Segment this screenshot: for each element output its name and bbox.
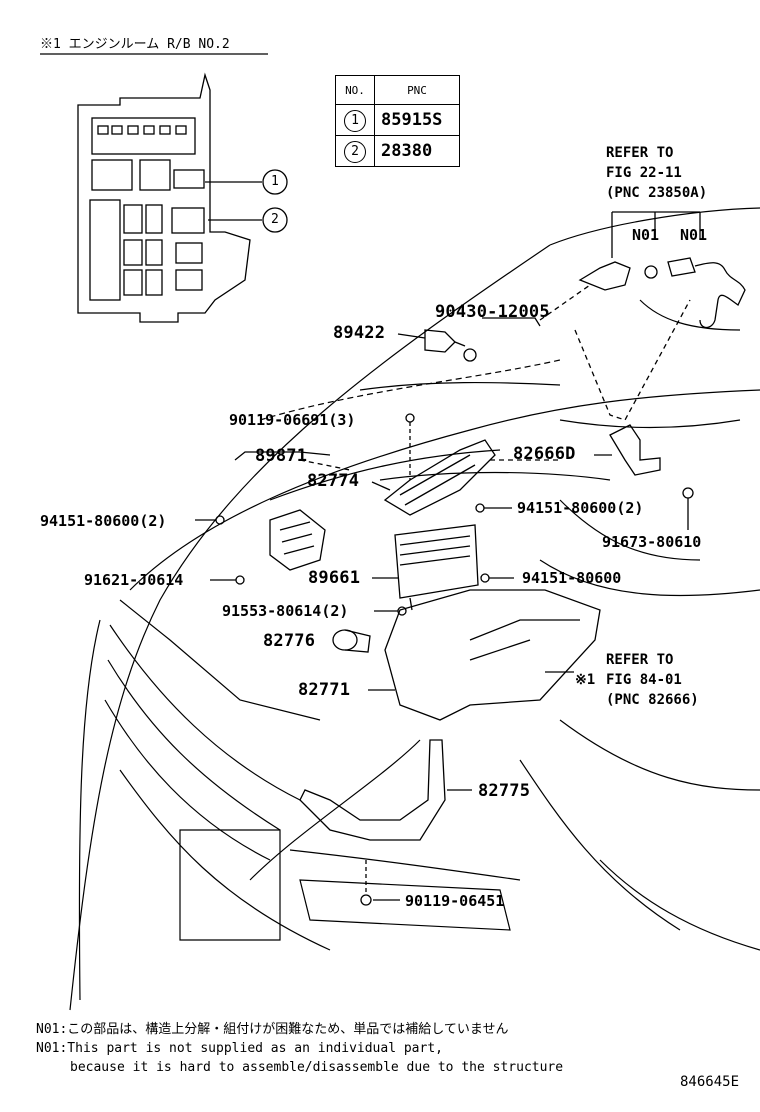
- sensor-89422: [397, 317, 541, 362]
- note-en-1: N01:This part is not supplied as an indi…: [36, 1041, 443, 1056]
- cover-82774: [371, 439, 496, 516]
- pnc-row-value: 28380: [374, 135, 460, 167]
- part-94151-80600-left: 94151-80600(2): [40, 512, 167, 530]
- n01-label-a: N01: [632, 226, 660, 244]
- part-90119-06691: 90119-06691(3): [229, 411, 356, 429]
- part-94151-80600-lower: 94151-80600: [522, 569, 622, 587]
- ecu-89661: [372, 524, 479, 611]
- callout-2-circle: [262, 207, 288, 233]
- fastener-leaders: [195, 413, 574, 673]
- refer-to-fig-22-11: REFER TO FIG 22-11 (PNC 23850A): [606, 145, 708, 201]
- sensor-harness: [539, 211, 746, 421]
- grommet-82776: [332, 629, 371, 653]
- callout-2-label: 2: [271, 212, 279, 227]
- pnc-col-no-header: NO.: [335, 75, 375, 105]
- notes-block: N01:この部品は、構造上分解・組付けが困難なため、単品では補給していません N…: [36, 1020, 563, 1077]
- part-82775: 82775: [478, 781, 531, 801]
- part-89422: 89422: [333, 323, 386, 343]
- note-jp: N01:この部品は、構造上分解・組付けが困難なため、単品では補給していません: [36, 1022, 509, 1037]
- figure-id: 846645E: [680, 1074, 740, 1090]
- relay-block-inset: [77, 72, 262, 323]
- part-94151-80600-right: 94151-80600(2): [517, 499, 644, 517]
- part-82666D: 82666D: [513, 444, 576, 464]
- callout-1-label: 1: [271, 174, 279, 189]
- note-en-2: because it is hard to assemble/disassemb…: [70, 1060, 564, 1075]
- header-title: ※1 エンジンルーム R/B NO.2: [40, 37, 230, 52]
- pnc-table: NO. PNC 1 85915S 2 28380: [335, 75, 460, 167]
- car-body-outline: [69, 207, 760, 1011]
- part-89871: 89871: [255, 446, 308, 466]
- part-91621-J0614: 91621-J0614: [84, 571, 184, 589]
- refer-to-fig-84-01: REFER TO FIG 84-01 (PNC 82666): [606, 652, 699, 708]
- bracket-82775: [299, 739, 472, 906]
- part-90430-12005: 90430-12005: [435, 302, 550, 322]
- part-89661: 89661: [308, 568, 361, 588]
- part-91553-80614: 91553-80614(2): [222, 602, 349, 620]
- n01-label-b: N01: [680, 226, 708, 244]
- box-82771: [368, 589, 601, 721]
- pnc-row-value: 85915S: [374, 104, 460, 136]
- pnc-row-no: 1: [335, 104, 375, 136]
- part-82774: 82774: [307, 471, 360, 491]
- module-89871: [234, 451, 331, 571]
- part-90119-06451: 90119-06451: [405, 892, 505, 910]
- bracket-82666D: [594, 424, 694, 530]
- part-82771: 82771: [298, 680, 351, 700]
- callout-1-circle: [262, 169, 288, 195]
- part-82776: 82776: [263, 631, 316, 651]
- pnc-row-no: 2: [335, 135, 375, 167]
- part-91673-80610: 91673-80610: [602, 533, 702, 551]
- ref-mark: ※1: [575, 672, 596, 688]
- pnc-col-pnc-header: PNC: [374, 75, 460, 105]
